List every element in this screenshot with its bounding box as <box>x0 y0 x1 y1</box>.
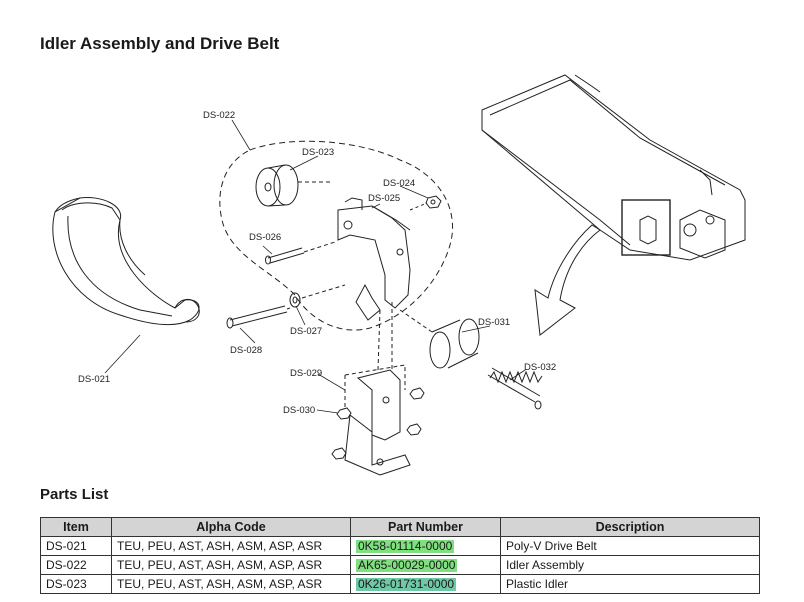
table-row: DS-022 TEU, PEU, AST, ASH, ASM, ASP, ASR… <box>40 555 760 575</box>
callout-ds-029: DS-029 <box>290 368 322 379</box>
short-pin-drawing <box>265 241 336 265</box>
callout-ds-022: DS-022 <box>203 110 235 121</box>
exploded-parts-diagram: DS-021 DS-022 DS-023 DS-024 DS-025 DS-02… <box>52 74 746 476</box>
callout-ds-031: DS-031 <box>478 317 510 328</box>
callout-ds-024: DS-024 <box>383 178 415 189</box>
parts-list-heading: Parts List <box>40 486 109 503</box>
callout-ds-025: DS-025 <box>368 193 400 204</box>
idler-assembly-outline <box>219 140 454 331</box>
cell-alpha-code: TEU, PEU, AST, ASH, ASM, ASP, ASR <box>111 574 351 594</box>
header-part-number: Part Number <box>350 517 501 537</box>
spacer-drawing <box>399 309 480 369</box>
plastic-idler-drawing <box>255 164 330 207</box>
table-row: DS-023 TEU, PEU, AST, ASH, ASM, ASP, ASR… <box>40 574 760 594</box>
washer-drawing <box>289 284 346 308</box>
callout-ds-021: DS-021 <box>78 374 110 385</box>
header-description: Description <box>500 517 760 537</box>
callout-ds-023: DS-023 <box>302 147 334 158</box>
callout-ds-026: DS-026 <box>249 232 281 243</box>
cell-description: Idler Assembly <box>500 555 760 575</box>
parts-table: Item Alpha Code Part Number Description … <box>40 517 760 594</box>
part-number-highlight: 0K26-01731-0000 <box>356 577 457 591</box>
cell-alpha-code: TEU, PEU, AST, ASH, ASM, ASP, ASR <box>111 555 351 575</box>
hex-nuts-drawing <box>331 387 425 460</box>
cell-item: DS-021 <box>40 536 112 556</box>
cell-item: DS-022 <box>40 555 112 575</box>
idler-bracket-drawing <box>337 197 411 321</box>
tension-spring-drawing <box>487 367 543 410</box>
long-pin-drawing <box>226 305 291 329</box>
treadmill-overview-drawing <box>481 74 746 261</box>
direction-arrow <box>534 224 601 336</box>
cell-item: DS-023 <box>40 574 112 594</box>
callout-ds-027: DS-027 <box>290 326 322 337</box>
part-number-highlight: 0K58-01114-0000 <box>356 539 455 553</box>
lock-nut-drawing <box>409 195 442 211</box>
page-title: Idler Assembly and Drive Belt <box>40 34 280 53</box>
cell-alpha-code: TEU, PEU, AST, ASH, ASM, ASP, ASR <box>111 536 351 556</box>
drive-belt-drawing <box>52 196 200 325</box>
cell-part-number: 0K58-01114-0000 <box>350 536 501 556</box>
part-number-highlight: AK65-00029-0000 <box>356 558 458 572</box>
table-row: DS-021 TEU, PEU, AST, ASH, ASM, ASP, ASR… <box>40 536 760 556</box>
callout-ds-032: DS-032 <box>524 362 556 373</box>
cell-description: Poly-V Drive Belt <box>500 536 760 556</box>
cell-part-number: AK65-00029-0000 <box>350 555 501 575</box>
callout-ds-028: DS-028 <box>230 345 262 356</box>
callout-ds-030: DS-030 <box>283 405 315 416</box>
table-header-row: Item Alpha Code Part Number Description <box>40 517 760 537</box>
cell-part-number: 0K26-01731-0000 <box>350 574 501 594</box>
base-bracket-drawing <box>344 302 411 476</box>
header-alpha-code: Alpha Code <box>111 517 351 537</box>
callout-leaders <box>104 119 526 414</box>
header-item: Item <box>40 517 112 537</box>
cell-description: Plastic Idler <box>500 574 760 594</box>
